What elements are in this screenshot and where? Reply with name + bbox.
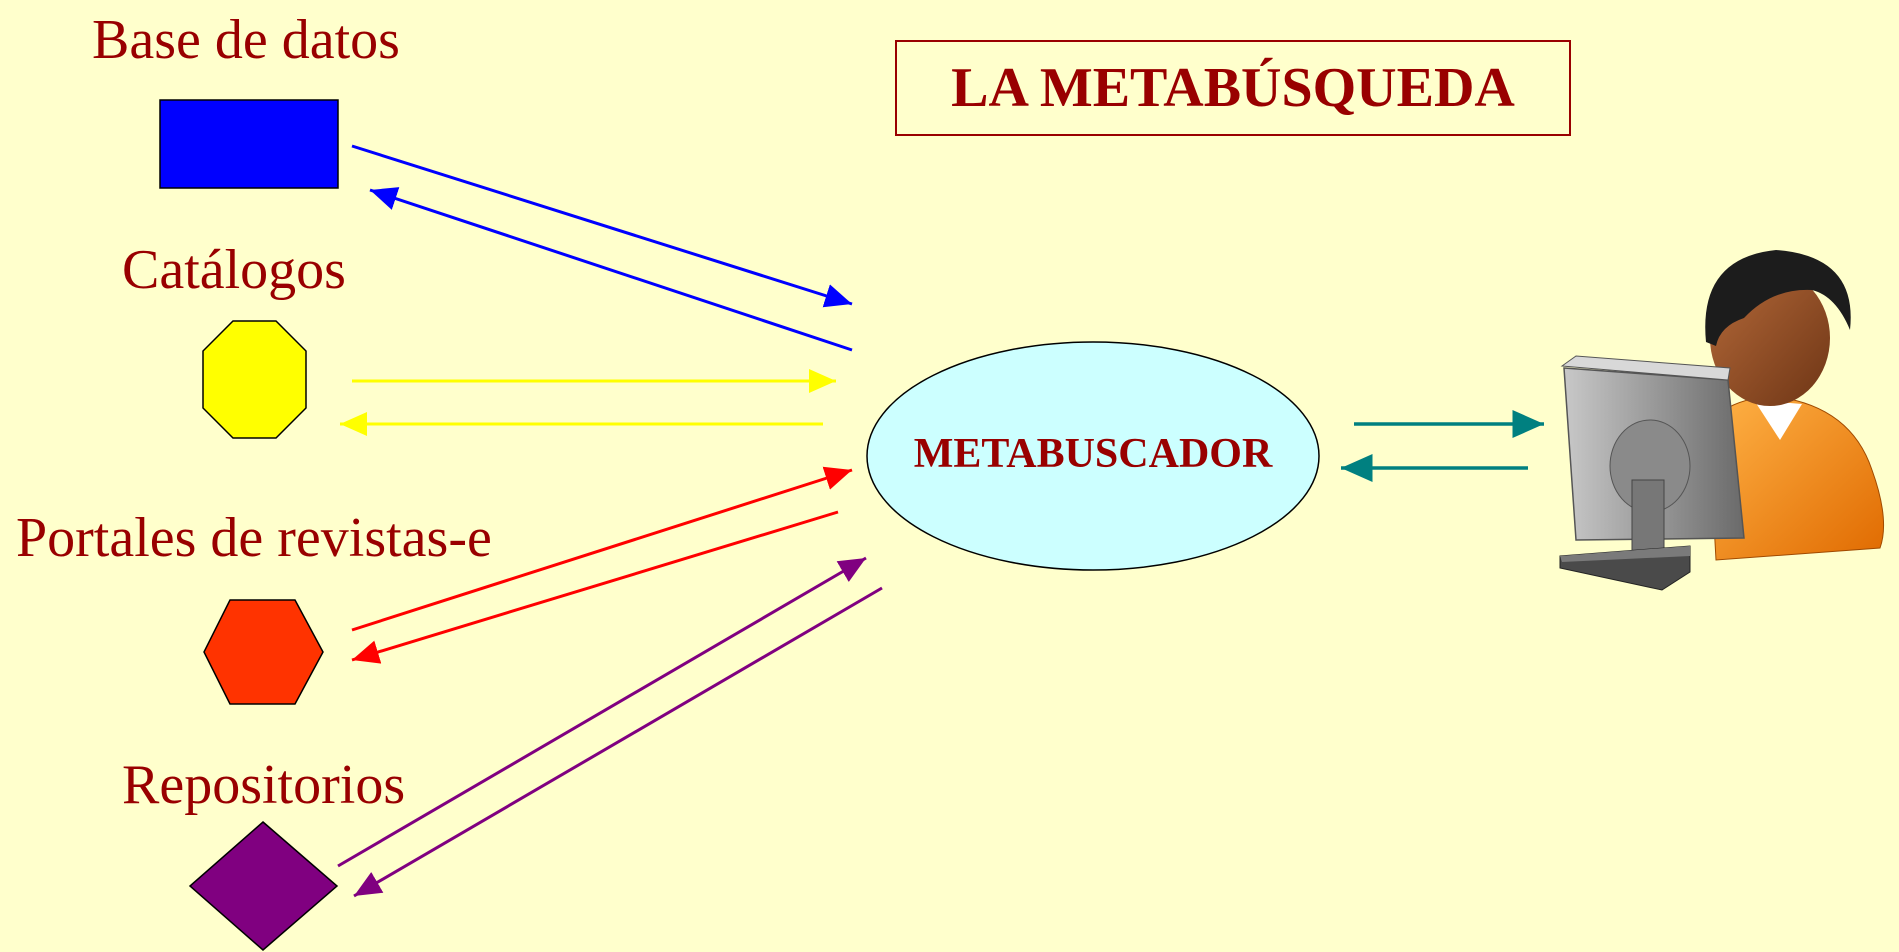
source-label-base-de-datos: Base de datos (92, 9, 400, 71)
arrow-to-portales (351, 510, 839, 664)
diagram-title: LA METABÚSQUEDA (895, 40, 1571, 136)
arrow-to-base-de-datos (369, 187, 853, 352)
source-label-catalogos: Catálogos (122, 239, 346, 301)
arrow-to-repositorios (353, 586, 883, 898)
database-rectangle-icon (159, 99, 339, 189)
repository-diamond-icon (188, 821, 339, 951)
source-label-portales: Portales de revistas-e (16, 507, 492, 569)
metabuscador-ellipse (866, 341, 1320, 571)
metabuscador-label: METABUSCADOR (913, 431, 1273, 477)
arrow-to-metabuscador-portales (351, 466, 853, 632)
catalog-octagon-icon (202, 320, 307, 439)
source-label-repositorios: Repositorios (122, 754, 406, 816)
journals-hexagon-icon (203, 599, 324, 705)
user-at-computer-icon (1559, 250, 1885, 591)
arrow-to-metabuscador-base-de-datos (351, 144, 853, 308)
arrow-to-metabuscador-repositorios (337, 556, 867, 868)
